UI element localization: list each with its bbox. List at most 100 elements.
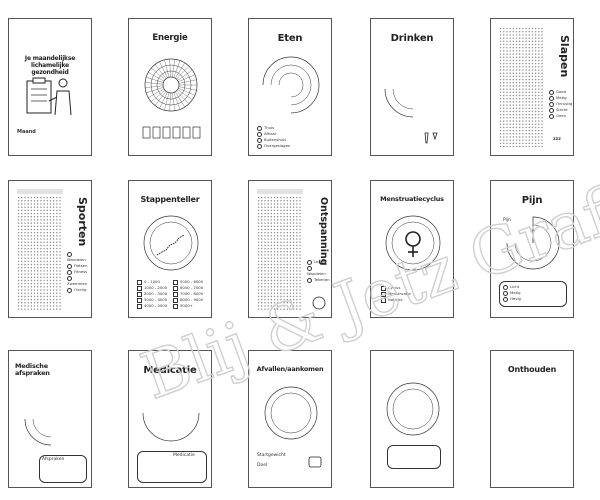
appointment-spiral-chart [24, 418, 52, 446]
sleep-legend: Goed Matig Onrustig Slecht Geen [549, 89, 572, 119]
cycle-ring-chart [385, 215, 441, 271]
relax-legend: Lezen Wandelen Tekenen [307, 259, 330, 283]
energy-ring-spoke [159, 92, 168, 109]
page-food[interactable]: Eten Thuis Afhaal Buitenshuis Overgeslag… [248, 18, 332, 156]
energy-ring-spoke [159, 61, 168, 78]
energy-ring-spoke [146, 87, 164, 93]
page-cover[interactable]: Je maandelijkse lichamelijke gezondheid … [8, 18, 92, 156]
energy-ring-spoke [178, 87, 195, 96]
energy-ring-spoke [176, 66, 190, 80]
glass-icons [424, 132, 438, 144]
page-title: Onthouden [507, 365, 557, 374]
battery-icons [142, 126, 201, 139]
energy-ring-spoke [164, 92, 170, 111]
sports-dot-grid [17, 196, 61, 311]
steps-legend-left: 0 - 1000 1000 - 2000 2000 - 3000 3000 - … [137, 279, 171, 309]
relax-header-bar [257, 189, 303, 194]
page-sleep[interactable]: Slapen Goed Matig Onrustig Slecht Geen z… [490, 18, 574, 156]
page-energy[interactable]: Energie [128, 18, 212, 156]
energy-ring-spoke [148, 72, 165, 82]
page-title: Ontspanning [318, 197, 329, 266]
start-weight-label: Startgewicht [257, 453, 286, 458]
energy-ring-spoke [154, 91, 167, 106]
zzz-balloon: zzz [553, 137, 561, 142]
relax-dot-grid [257, 196, 301, 311]
sports-header-bar [17, 189, 63, 194]
energy-ring-spoke [178, 74, 195, 83]
page-title: Sporten [76, 197, 89, 247]
steps-ring-chart [143, 215, 199, 271]
page-title: Slapen [558, 35, 571, 78]
clipboard-person-icon [26, 77, 72, 116]
page-medical-appointments[interactable]: Medische afspraken Afspraken [8, 350, 92, 488]
energy-ring-spoke [154, 64, 167, 79]
female-symbol-icon [405, 231, 421, 257]
appointments-box [39, 455, 87, 483]
page-title: Pijn [521, 195, 543, 206]
medication-box-label: Medicatie [173, 453, 195, 458]
energy-ring-spoke [148, 88, 165, 98]
page-title: Stappenteller [140, 195, 200, 204]
page-title: Energie [152, 33, 188, 43]
pain-side-label: Pijn [503, 218, 511, 223]
weight-ring-chart [264, 386, 318, 440]
pain-legend: Licht Matig Hevig [503, 284, 521, 302]
energy-ring-chart [144, 58, 198, 112]
energy-ring-spoke [164, 59, 170, 78]
page-sports[interactable]: Sporten Wandelen Fietsen Fitness Zwemmen… [8, 180, 92, 318]
energy-ring-spoke [169, 59, 171, 78]
pain-legend-box [499, 281, 567, 307]
page-remember[interactable]: Onthouden [490, 350, 574, 488]
appointments-box-label: Afspraken [42, 457, 65, 462]
steps-legend-right: 5000 - 6000 6000 - 7000 7000 - 8000 8000… [173, 279, 207, 309]
energy-ring-spoke [178, 86, 197, 91]
energy-ring-spoke [175, 91, 185, 108]
notes-box [387, 445, 441, 469]
page-drink[interactable]: Drinken [370, 18, 454, 156]
head-icon [312, 296, 326, 310]
page-pain[interactable]: Pijn Pijn Licht Matig Hevig [490, 180, 574, 318]
page-menstruation[interactable]: Menstruatiecyclus Cyclus Menstruatie Not… [370, 180, 454, 318]
page-relax[interactable]: Ontspanning Lezen Wandelen Tekenen [248, 180, 332, 318]
cycle-legend: Cyclus Menstruatie Notities [381, 285, 411, 303]
energy-ring-spoke [173, 92, 181, 110]
energy-ring-spoke [175, 62, 185, 79]
page-title: Drinken [390, 33, 434, 44]
month-label: Maand [17, 129, 36, 135]
page-title: Eten [277, 33, 303, 44]
page-title: Menstruatiecyclus [380, 195, 444, 203]
page-weight[interactable]: Afvallen/aankomen Startgewicht Doel [248, 350, 332, 488]
food-legend: Thuis Afhaal Buitenshuis Overgeslagen [257, 125, 290, 149]
page-title: Medische afspraken [15, 362, 50, 377]
pain-spiral-chart [506, 216, 560, 270]
medication-box [137, 451, 207, 483]
sports-legend: Wandelen Fietsen Fitness Zwemmen Overig [67, 251, 91, 293]
energy-ring-spoke [151, 67, 166, 80]
energy-ring-spoke [151, 90, 166, 103]
blank-ring-chart [386, 382, 440, 436]
sleep-dot-grid [499, 27, 543, 147]
energy-ring-spoke [176, 90, 190, 104]
energy-ring-spoke [146, 77, 164, 83]
page-blank-ring[interactable] [370, 350, 454, 488]
energy-ring-spoke [145, 82, 164, 85]
energy-ring-spoke [173, 60, 181, 78]
energy-ring-spoke [169, 92, 171, 111]
medication-spiral-chart [142, 412, 200, 442]
drink-spiral-chart [384, 88, 414, 118]
scale-icon [308, 456, 322, 468]
goal-label: Doel [257, 463, 268, 468]
energy-ring-spoke [178, 79, 197, 84]
energy-ring-spoke [177, 89, 193, 100]
energy-ring-spoke [177, 70, 193, 81]
page-medication[interactable]: Medicatie Medicatie [128, 350, 212, 488]
page-title: Je maandelijkse lichamelijke gezondheid [24, 55, 76, 76]
food-spiral-chart [262, 56, 320, 114]
page-steps[interactable]: Stappenteller 0 - 1000 1000 - 2000 2000 … [128, 180, 212, 318]
energy-ring-spoke [145, 85, 164, 88]
energy-ring-spoke [172, 92, 176, 111]
page-title: Medicatie [143, 365, 197, 376]
energy-ring-spoke [172, 59, 176, 78]
page-title: Afvallen/aankomen [256, 365, 324, 373]
